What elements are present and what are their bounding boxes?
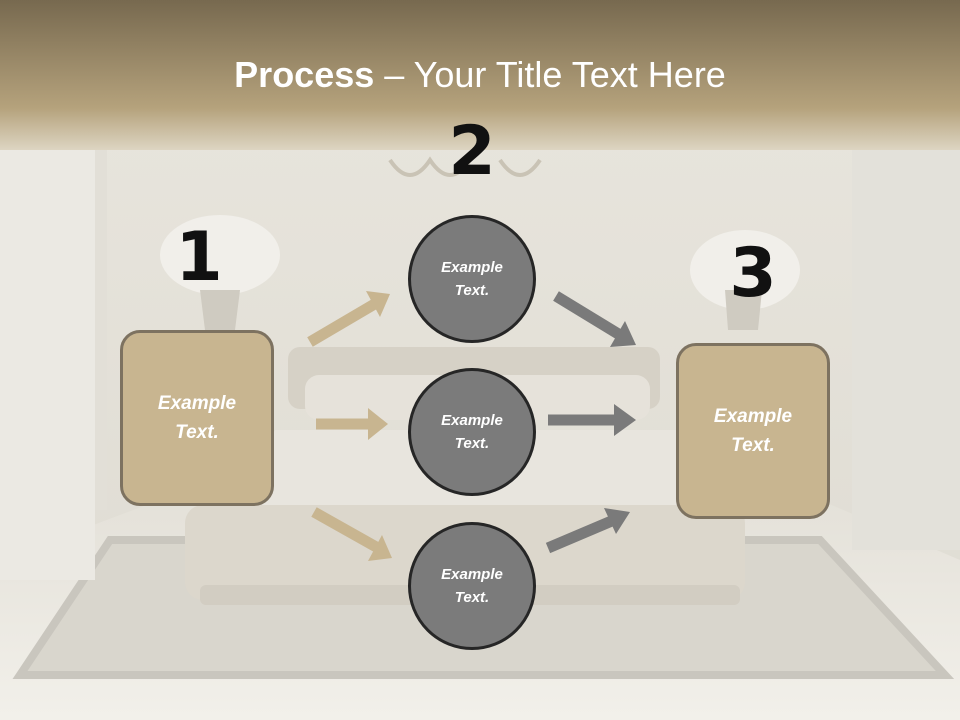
tan-arrow-right [316, 408, 388, 440]
gray-arrow-right [548, 404, 636, 436]
step-box-1: Example Text. [120, 330, 274, 506]
step-number-2: 2 [448, 112, 496, 191]
step-circle-middle: Example Text. [408, 368, 536, 496]
gray-arrow-up [545, 508, 630, 554]
step-circle-bottom-text: Example Text. [441, 566, 503, 606]
step-box-3: Example Text. [676, 343, 830, 519]
step-box-1-text: Example Text. [157, 393, 237, 443]
slide-title: Process – Your Title Text Here [0, 52, 960, 98]
step-circle-top-text: Example Text. [441, 259, 503, 299]
title-bold: Process [234, 54, 375, 95]
tan-arrow-up [307, 291, 390, 347]
gray-arrow-down [553, 291, 636, 347]
tan-arrow-down [311, 507, 392, 561]
title-rest: – Your Title Text Here [374, 54, 726, 95]
step-box-3-text: Example Text. [713, 406, 793, 456]
step-number-1: 1 [175, 218, 223, 297]
step-circle-middle-text: Example Text. [441, 412, 503, 452]
step-circle-bottom: Example Text. [408, 522, 536, 650]
step-circle-top: Example Text. [408, 215, 536, 343]
step-number-3: 3 [729, 234, 777, 313]
